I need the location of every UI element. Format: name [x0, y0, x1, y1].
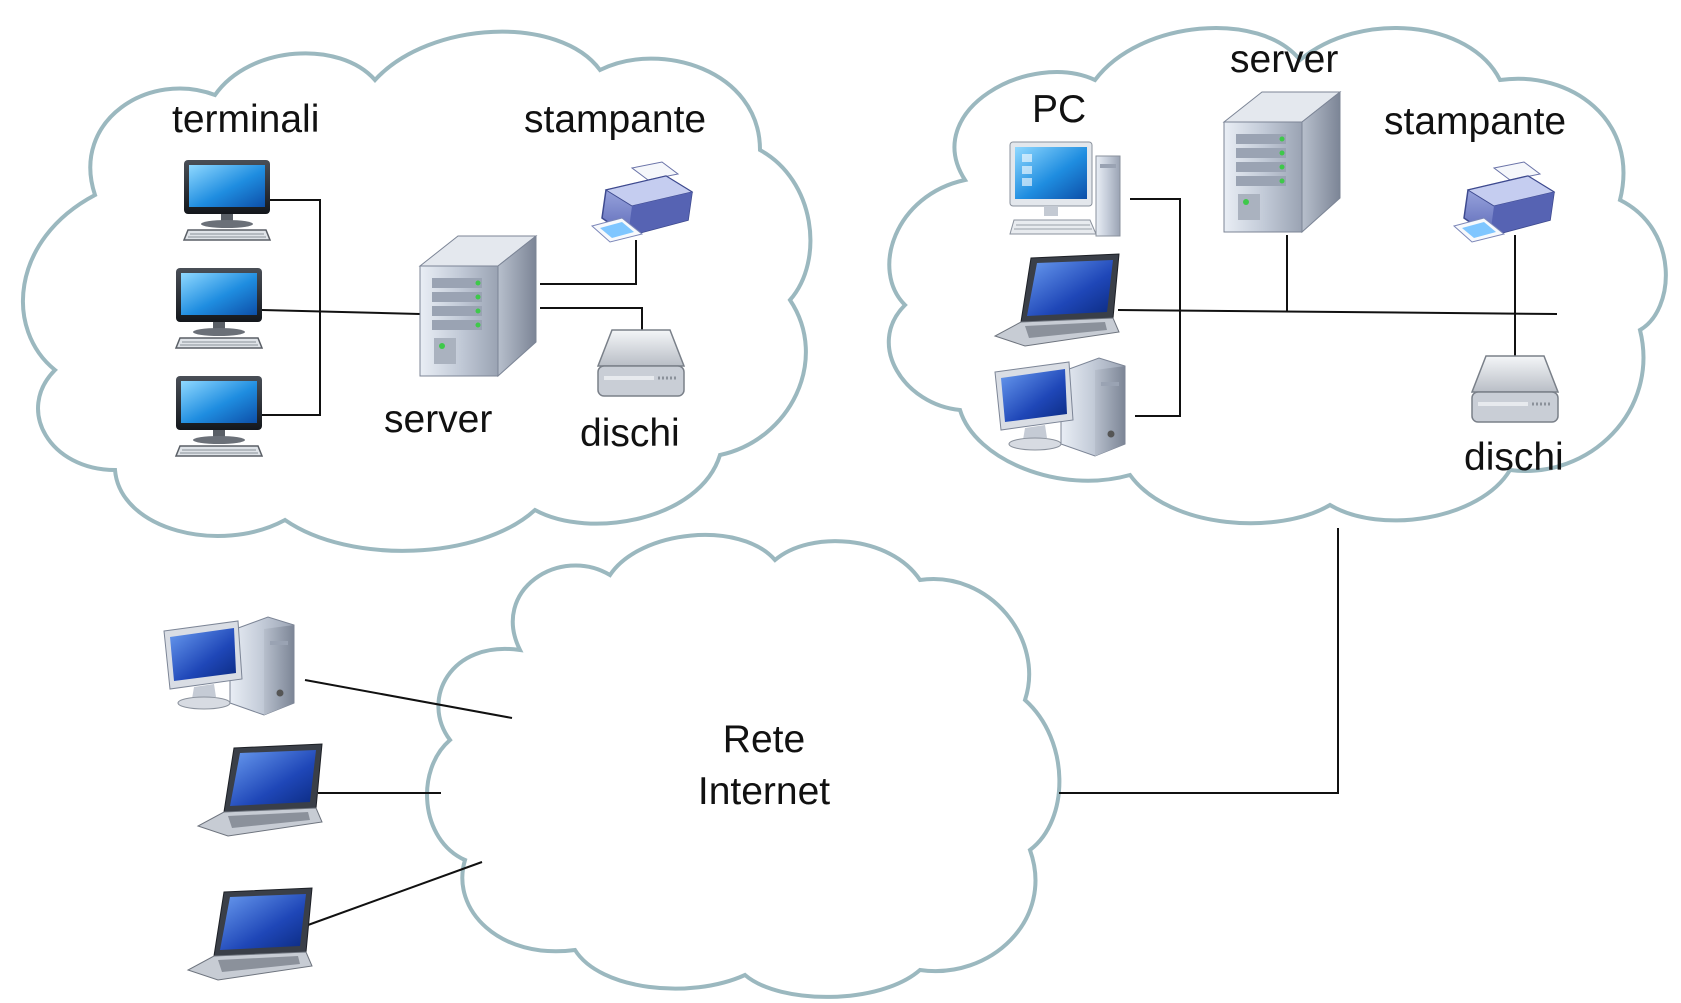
lan2-disk-icon	[1470, 354, 1560, 424]
lan2-disks-label: dischi	[1464, 436, 1564, 479]
internet-label-line1: Rete	[723, 718, 805, 761]
lan2-printer-label: stampante	[1384, 100, 1566, 143]
internet-wiring	[304, 528, 1339, 926]
lan1-disk-icon	[596, 328, 686, 398]
lan1-server-label: server	[384, 398, 492, 441]
lan1-terminals-label: terminali	[172, 98, 319, 141]
lan2-server-label: server	[1230, 38, 1338, 81]
lan2-pc-label: PC	[1032, 88, 1086, 131]
lan1-disks-label: dischi	[580, 412, 680, 455]
remote-laptop-1-icon	[197, 743, 323, 837]
internet-cloud	[425, 533, 1062, 999]
lan1-printer-label: stampante	[524, 98, 706, 141]
remote-desktop-icon	[163, 616, 295, 716]
lan2-wiring	[1117, 198, 1558, 417]
lan1-server-icon	[419, 235, 537, 377]
internet-label-line2: Internet	[698, 770, 830, 813]
lan2-server-icon	[1223, 91, 1341, 233]
lan1-wiring	[261, 199, 643, 416]
remote-laptop-2-icon	[187, 887, 313, 981]
lan2-pc-icon	[1009, 141, 1121, 237]
